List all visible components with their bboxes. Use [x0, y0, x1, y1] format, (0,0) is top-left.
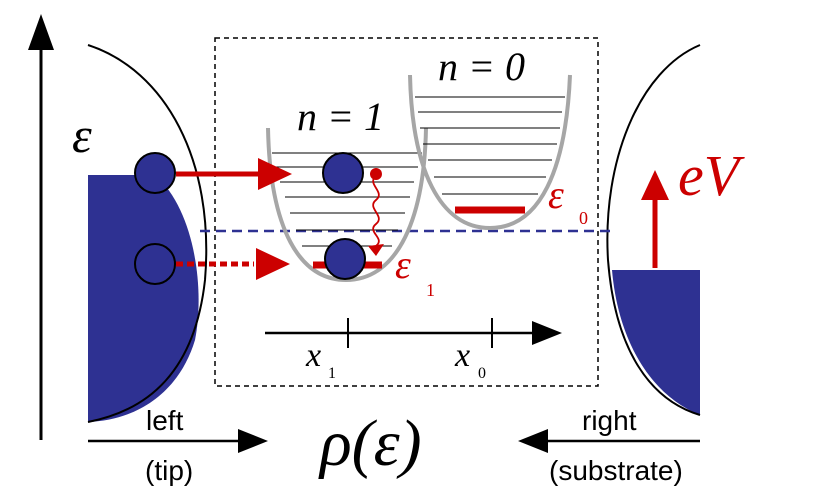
- electron-circle-icon: [322, 152, 364, 194]
- energy-axis: [28, 14, 54, 440]
- right-label: right: [582, 405, 637, 436]
- left-label: left: [146, 405, 184, 436]
- elastic-arrow-head: [258, 158, 292, 190]
- electron-circle-icon: [134, 152, 176, 194]
- x0-symbol: x: [454, 337, 470, 374]
- coordinate-axis: [265, 318, 562, 348]
- left-filled-states: [88, 175, 199, 422]
- well-n0: [408, 74, 572, 231]
- energy-axis-label: ε: [72, 107, 92, 163]
- horizontal-coordinate-arrow-icon: [532, 321, 562, 345]
- electron-circle-icon: [134, 243, 176, 285]
- left-flow-arrow-head: [238, 429, 268, 453]
- elastic-tunneling-arrow: [176, 158, 292, 190]
- x0-subscript: 0: [478, 365, 486, 382]
- x1-subscript: 1: [328, 365, 336, 382]
- state-n1-label: n = 1: [297, 94, 384, 139]
- wavy-relaxation-arrow-icon: [368, 168, 384, 256]
- well-n0-levels: [415, 96, 565, 195]
- epsilon1-subscript: 1: [426, 280, 435, 300]
- relaxation-arrow-head: [368, 244, 384, 256]
- inelastic-tunneling-arrow: [176, 248, 290, 280]
- substrate-label: (substrate): [549, 455, 683, 486]
- right-filled-states: [612, 270, 700, 415]
- right-flow-arrow: [518, 429, 700, 453]
- bias-arrow: [641, 170, 669, 268]
- right-flow-arrow-head: [518, 429, 548, 453]
- epsilon0-label: ε 0: [548, 172, 588, 228]
- bias-label: eV: [678, 143, 746, 208]
- state-n1-text: n = 1: [297, 94, 384, 139]
- density-of-states-label: ρ(ε): [318, 407, 422, 480]
- state-n0-text: n = 0: [438, 44, 525, 89]
- tip-label: (tip): [145, 455, 193, 486]
- left-flow-arrow: [88, 429, 268, 453]
- epsilon1-symbol: ε: [395, 242, 411, 287]
- molecule-region-box: [214, 37, 599, 387]
- relaxation-start-dot: [370, 168, 382, 180]
- right-dos-curve: [606, 44, 701, 416]
- electron-circle-icon: [324, 238, 366, 280]
- bias-arrow-head: [641, 170, 669, 200]
- well-n1-parabola: [266, 127, 428, 283]
- epsilon0-subscript: 0: [579, 208, 588, 228]
- relaxation-wave: [372, 175, 380, 247]
- x1-label: x 1: [305, 337, 336, 382]
- vertical-energy-arrow-icon: [28, 14, 54, 50]
- right-electrode: [606, 44, 701, 416]
- left-electrode: [87, 44, 208, 423]
- x1-symbol: x: [305, 337, 321, 374]
- epsilon0-symbol: ε: [548, 172, 564, 217]
- state-n0-label: n = 0: [438, 44, 525, 89]
- left-dos-curve: [87, 44, 208, 423]
- inelastic-arrow-head: [256, 248, 290, 280]
- x0-label: x 0: [454, 337, 486, 382]
- well-n0-parabola: [408, 74, 572, 231]
- epsilon1-label: ε 1: [395, 242, 435, 300]
